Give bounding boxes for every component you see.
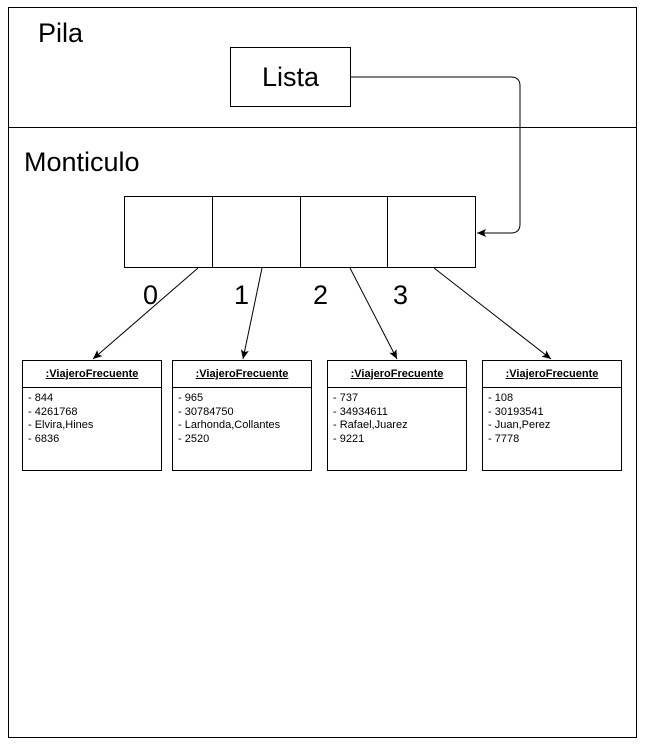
object-field: - 9221 [333,432,365,445]
object-node-0: :ViajeroFrecuente - 844 - 4261768 - Elvi… [22,360,162,471]
array-index-2: 2 [313,280,329,310]
object-field: - 737 [333,392,359,404]
object-header: :ViajeroFrecuente [483,361,621,388]
object-field: - Juan,Perez [488,419,551,431]
object-field: - 844 [28,392,54,404]
index-3-arrow [433,267,552,360]
object-field: - 6836 [28,432,60,445]
lista-to-array-arrow [351,76,521,237]
object-field: - Rafael,Juarez [333,419,408,431]
object-field: - 7778 [488,432,520,445]
array-index-0: 0 [143,280,159,310]
array-index-1: 1 [234,280,250,310]
object-node-2: :ViajeroFrecuente - 737 - 34934611 - Raf… [327,360,467,471]
array-cell-1 [213,197,301,267]
object-field: - 2520 [178,432,210,445]
array-cell-0 [125,197,213,267]
object-field: - 34934611 [333,405,388,418]
stack-heap-divider [8,127,637,128]
object-field: - 4261768 [28,405,78,418]
diagram-frame [8,7,637,738]
lista-label: Lista [261,61,320,92]
object-fields: - 108 - 30193541 - Juan,Perez - 7778 [483,388,621,446]
array-index-3: 3 [393,280,409,310]
object-node-1: :ViajeroFrecuente - 965 - 30784750 - Lar… [172,360,312,471]
object-node-3: :ViajeroFrecuente - 108 - 30193541 - Jua… [482,360,622,471]
object-header: :ViajeroFrecuente [328,361,466,388]
index-0-arrow [92,267,199,360]
object-field: - Larhonda,Collantes [178,419,281,431]
array-cell-2 [301,197,389,267]
object-header: :ViajeroFrecuente [173,361,311,388]
index-1-arrow [240,267,263,360]
object-field: - 108 [488,392,514,404]
object-field: - 965 [178,392,204,404]
object-header: :ViajeroFrecuente [23,361,161,388]
lista-reference-box: Lista [230,47,351,107]
object-field: - 30193541 [488,405,544,418]
object-field: - Elvira,Hines [28,419,94,431]
index-2-arrow [349,267,398,360]
object-fields: - 737 - 34934611 - Rafael,Juarez - 9221 [328,388,466,446]
heap-title: Monticulo [24,147,140,177]
stack-title: Pila [38,18,84,48]
object-fields: - 844 - 4261768 - Elvira,Hines - 6836 [23,388,161,446]
object-fields: - 965 - 30784750 - Larhonda,Collantes - … [173,388,311,446]
object-field: - 30784750 [178,405,234,418]
array-block [124,196,476,268]
